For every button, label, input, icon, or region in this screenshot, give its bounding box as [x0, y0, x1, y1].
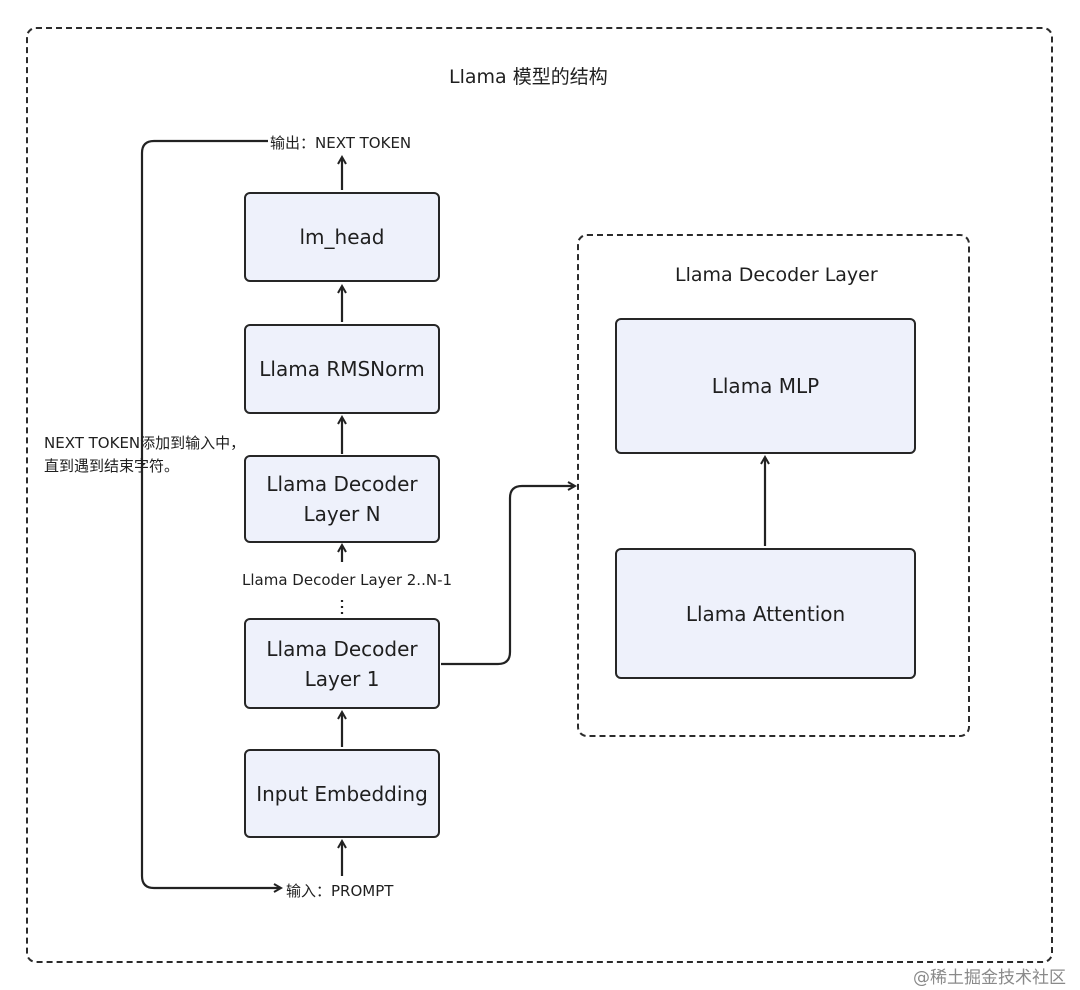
llama-mlp-box: Llama MLP — [615, 318, 916, 454]
between-layers-label: Llama Decoder Layer 2..N-1 — [242, 571, 453, 589]
watermark: @稀土掘金技术社区 — [913, 968, 1066, 988]
decoder-layer-n-box: Llama Decoder Layer N — [244, 455, 440, 543]
decoder-layer-frame — [577, 234, 970, 737]
decoder-layer-1-box: Llama Decoder Layer 1 — [244, 618, 440, 709]
input-embedding-box: Input Embedding — [244, 749, 440, 838]
loop-note: NEXT TOKEN添加到输入中， 直到遇到结束字符。 — [44, 434, 246, 475]
diagram-title: Llama 模型的结构 — [449, 66, 608, 88]
input-label: 输入：PROMPT — [286, 882, 394, 900]
llama-attention-box: Llama Attention — [615, 548, 916, 679]
lm-head-box: lm_head — [244, 192, 440, 282]
model-frame — [26, 27, 1053, 963]
arrow-layer1-to-detail — [441, 486, 574, 666]
decoder-layer-title: Llama Decoder Layer — [675, 264, 878, 286]
output-label: 输出：NEXT TOKEN — [270, 134, 412, 152]
loop-back-path — [140, 139, 280, 888]
rmsnorm-box: Llama RMSNorm — [244, 324, 440, 414]
